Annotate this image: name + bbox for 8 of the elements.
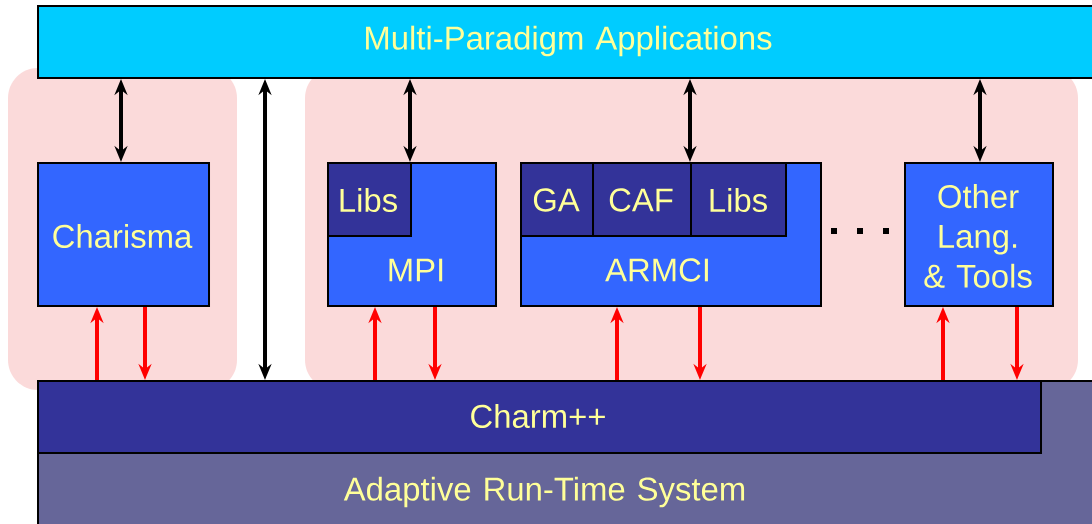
process-box: Libs [690, 162, 787, 237]
process-box: GA [520, 162, 594, 237]
process-box: Other Lang. & Tools [904, 162, 1054, 307]
process-box: CAF [592, 162, 692, 237]
layer-bar: Charm++ [37, 380, 1042, 454]
process-box: Libs [327, 162, 412, 237]
process-box: Charisma [37, 162, 210, 307]
layer-bar: Multi-Paradigm Applications [37, 5, 1092, 79]
